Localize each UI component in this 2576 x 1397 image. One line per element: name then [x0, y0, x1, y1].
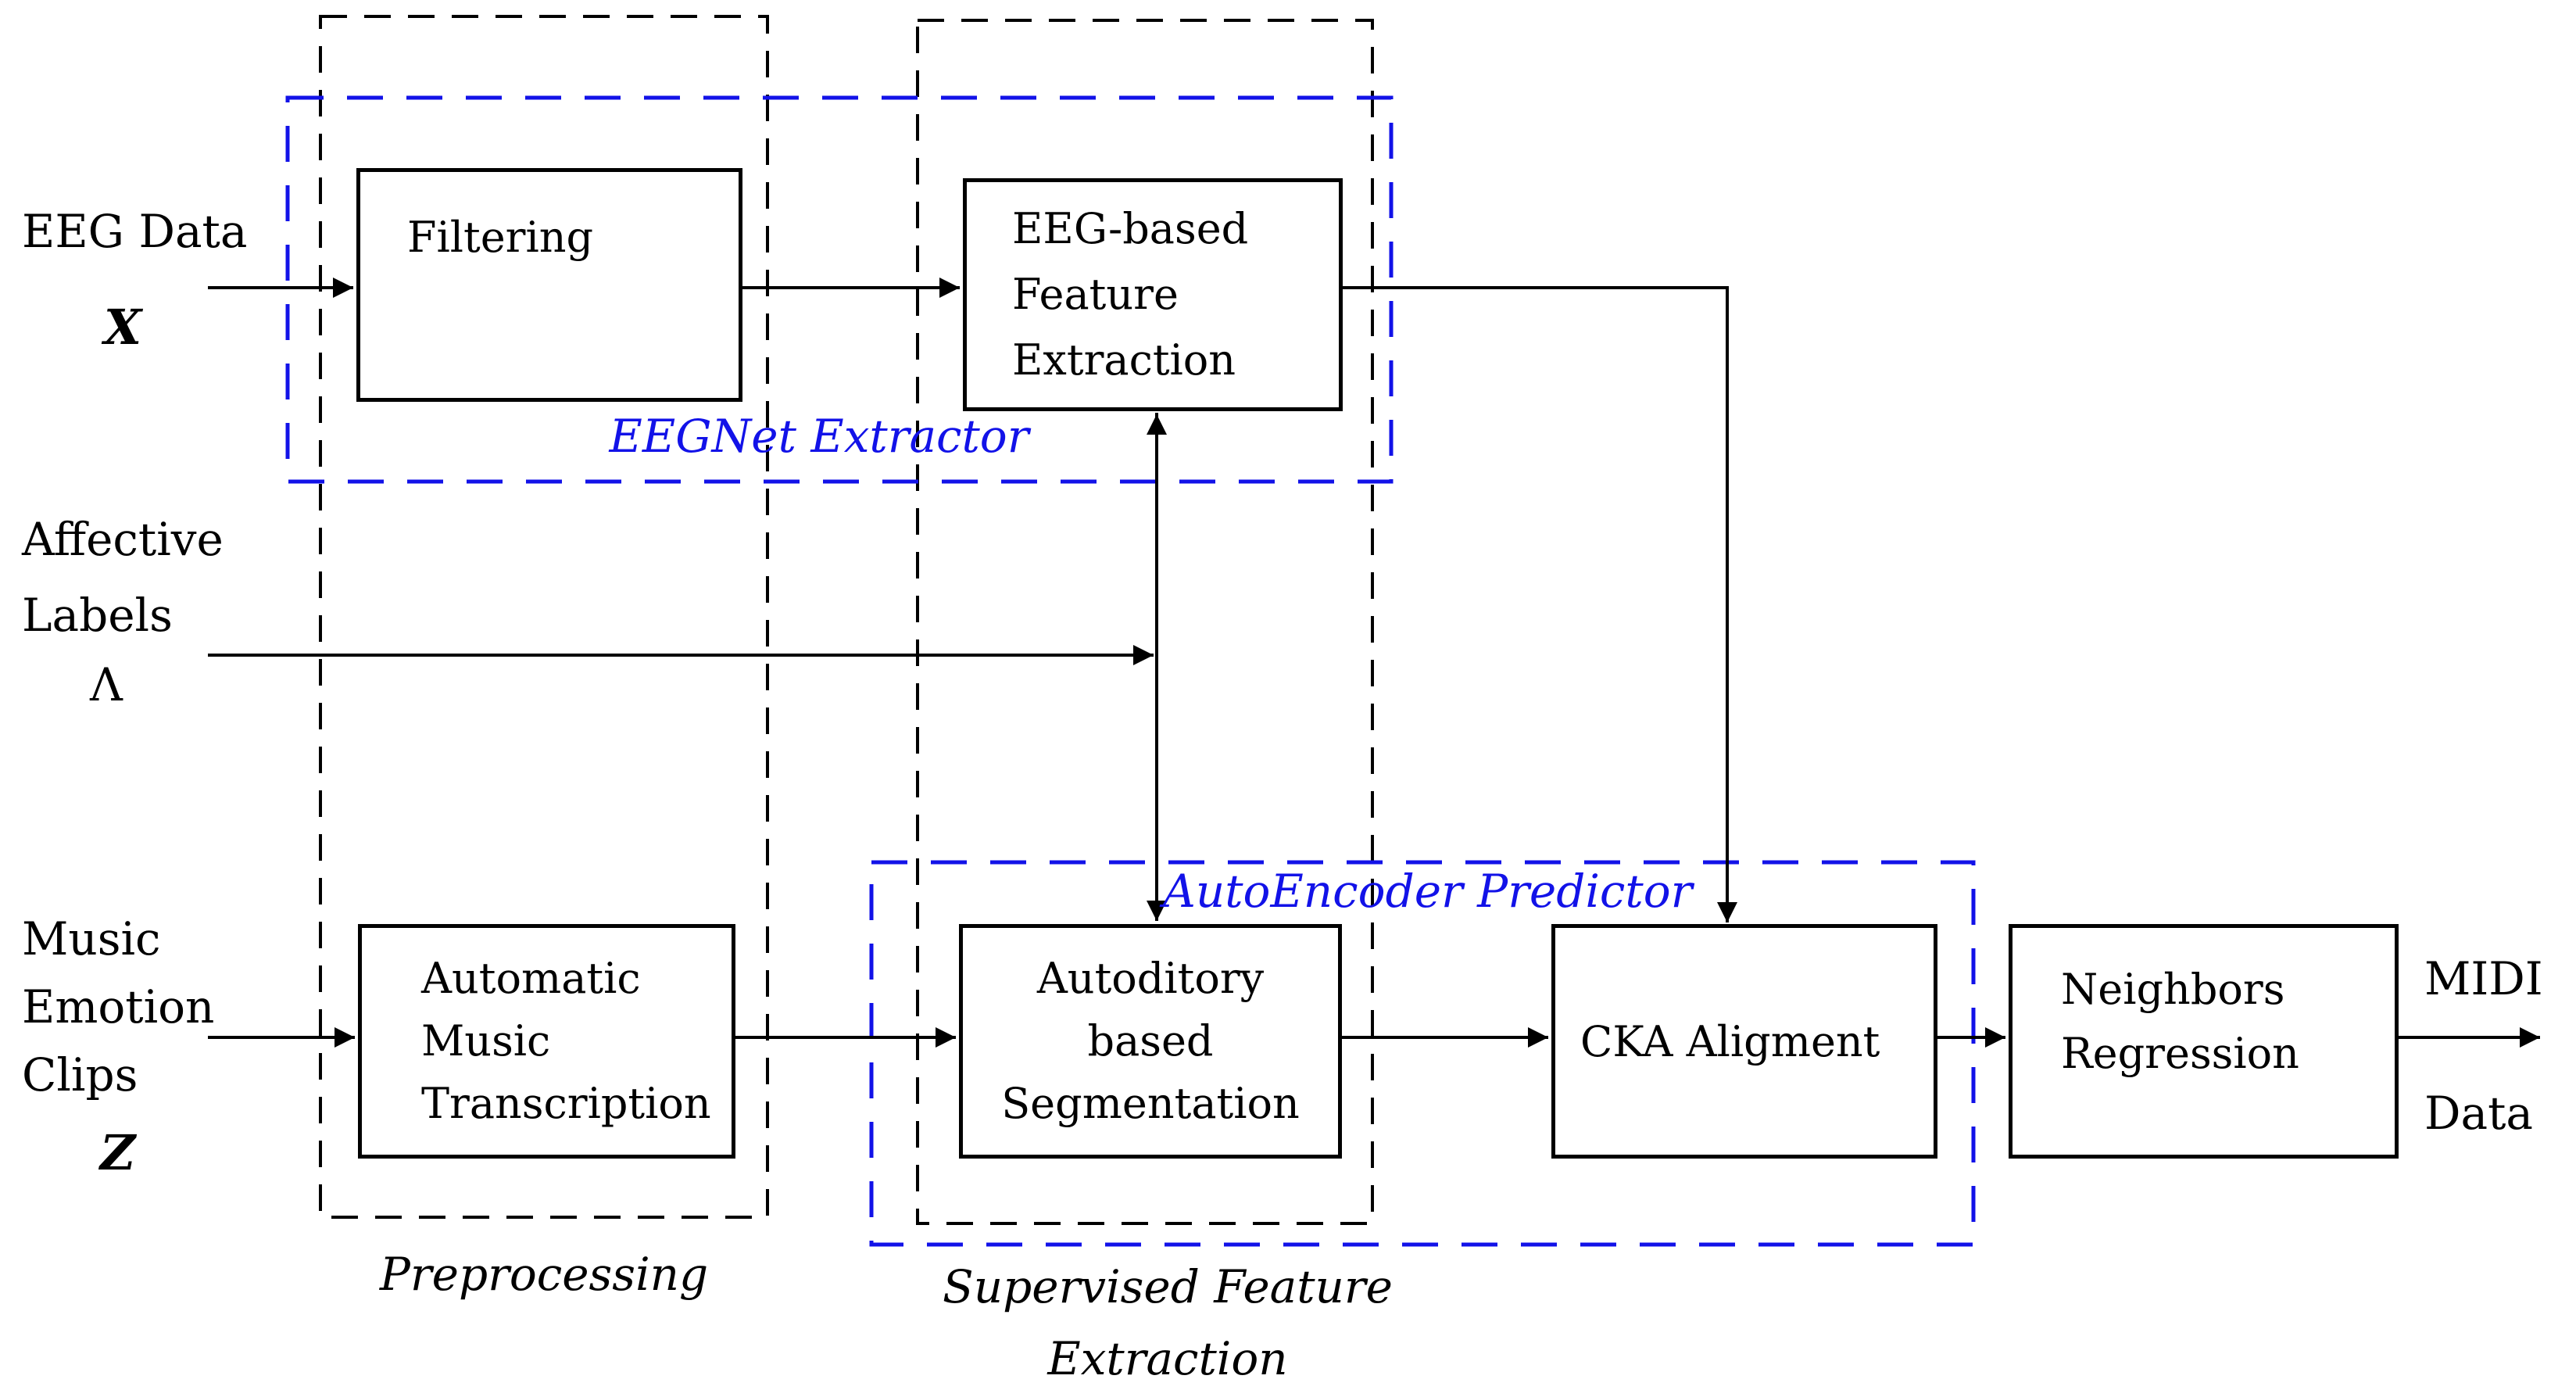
automatic-music-transcription-box: Automatic Music Transcription	[358, 924, 735, 1159]
music-line2: Emotion	[22, 980, 215, 1033]
preprocessing-group-label: Preprocessing	[379, 1248, 709, 1301]
preprocessing-group-outline	[319, 15, 769, 1219]
arrow-feature-extraction-to-cka	[1343, 286, 1737, 922]
supervised-line2: Extraction	[1047, 1332, 1288, 1385]
affective-line1: Affective	[22, 513, 224, 566]
midi-output-line2: Data	[2424, 1087, 2533, 1140]
eeg-feature-extraction-line3: Extraction	[1012, 335, 1236, 385]
auditory-segmentation-box: Autoditory based Segmentation	[959, 924, 1342, 1159]
affective-labels-symbol: Λ	[90, 658, 123, 711]
amt-line2: Music	[421, 1016, 551, 1066]
eeg-feature-extraction-line1: EEG-based	[1012, 204, 1249, 253]
midi-output-line1: MIDI	[2424, 952, 2543, 1005]
music-symbol: Z	[100, 1124, 136, 1181]
eegnet-extractor-group-label: EEGNet Extractor	[609, 410, 1029, 463]
segmentation-line1: Autoditory	[1036, 954, 1265, 1003]
autoencoder-predictor-group-label: AutoEncoder Predictor	[1163, 865, 1693, 918]
eeg-feature-extraction-box: EEG-based Feature Extraction	[963, 178, 1343, 411]
cka-alignment-label: CKA Aligment	[1580, 1016, 1880, 1066]
segmentation-line2: based	[1087, 1016, 1214, 1066]
music-line3: Clips	[22, 1048, 138, 1101]
neighbors-line2: Regression	[2061, 1029, 2299, 1078]
autoencoder-predictor-group-outline	[869, 860, 1976, 1247]
neighbors-line1: Neighbors	[2061, 965, 2285, 1014]
eeg-data-symbol: X	[104, 299, 142, 356]
supervised-line1: Supervised Feature	[943, 1260, 1393, 1313]
affective-line2: Labels	[22, 589, 173, 642]
amt-line1: Automatic	[421, 954, 641, 1003]
cka-alignment-box: CKA Aligment	[1551, 924, 1937, 1159]
supervised-feature-extraction-group-label: Supervised Feature Extraction	[910, 1251, 1426, 1395]
affective-labels-label: Affective Labels	[22, 502, 224, 654]
music-line1: Music	[22, 912, 161, 965]
music-emotion-clips-label: Music Emotion Clips	[22, 905, 214, 1109]
filtering-box: Filtering	[356, 168, 742, 402]
supervised-feature-extraction-group-outline	[916, 19, 1374, 1225]
eegnet-extractor-group-outline	[285, 95, 1394, 484]
eeg-data-label: EEG Data	[22, 205, 248, 258]
filtering-label: Filtering	[407, 213, 594, 262]
amt-line3: Transcription	[421, 1079, 711, 1128]
neighbors-regression-box: Neighbors Regression	[2009, 924, 2399, 1159]
eeg-feature-extraction-line2: Feature	[1012, 270, 1179, 319]
segmentation-line3: Segmentation	[1001, 1079, 1300, 1128]
